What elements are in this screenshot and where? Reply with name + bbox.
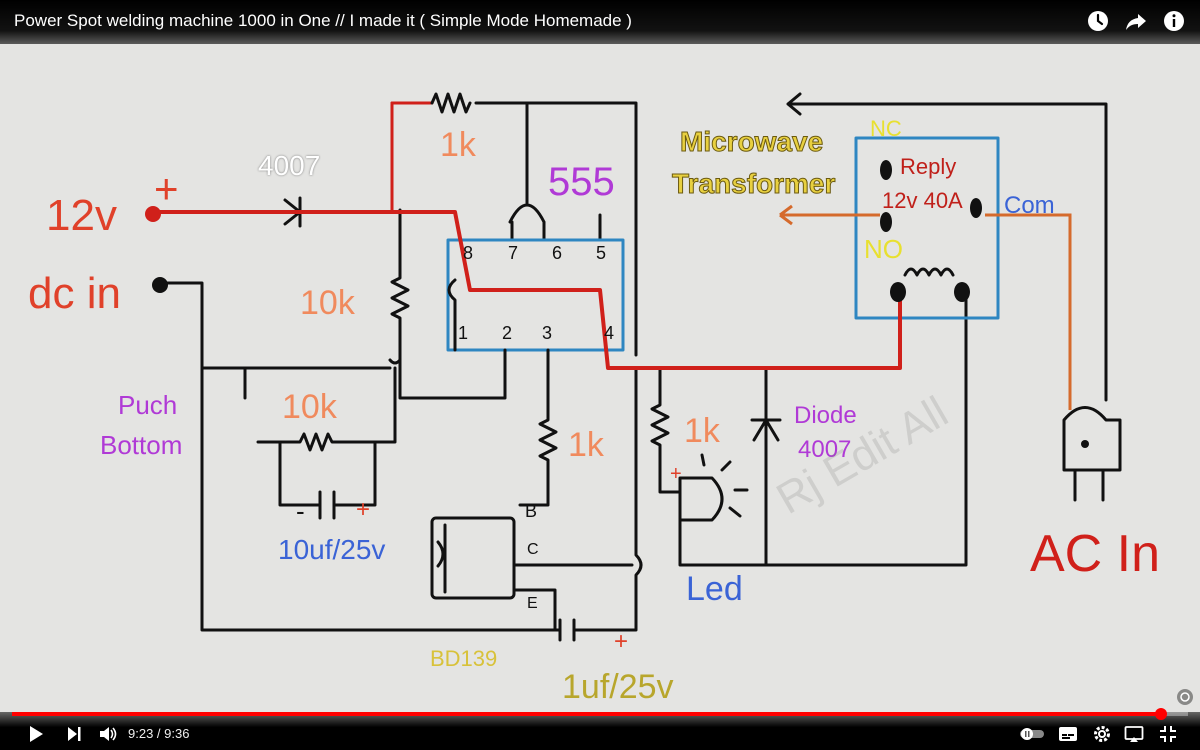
play-icon[interactable]: [26, 724, 46, 744]
pin-c-label: C: [527, 541, 539, 558]
resistor-mid-label: 10k: [282, 388, 337, 426]
cap-mid-label: 10uf/25v: [278, 534, 386, 565]
cap-bottom-plus: +: [614, 628, 629, 655]
transistor-label: BD139: [430, 646, 498, 671]
time-display: 9:23 / 9:36: [128, 726, 190, 741]
input-voltage-label: 12v: [46, 191, 117, 240]
diode-label-1: Diode: [794, 402, 857, 429]
subtitles-icon[interactable]: [1058, 724, 1078, 744]
input-diode-label: 4007: [258, 150, 321, 181]
current-time: 9:23: [128, 726, 154, 741]
push-button-label-2: Bottom: [100, 430, 183, 460]
diode-label-2: 4007: [798, 436, 852, 463]
transformer-label-1: Microwave: [679, 126, 824, 157]
video-title[interactable]: Power Spot welding machine 1000 in One /…: [14, 11, 632, 30]
video-ambient-icon[interactable]: [1176, 688, 1194, 706]
duration: 9:36: [164, 726, 190, 741]
share-icon[interactable]: [1124, 9, 1148, 33]
resistor-base-label: 1k: [568, 426, 604, 464]
pin-e-label: E: [527, 595, 538, 612]
pin8-label: 8: [463, 243, 474, 263]
miniplayer-icon[interactable]: [1124, 724, 1144, 744]
pin4-label: 4: [604, 323, 615, 343]
transformer-label-2: Transformer: [671, 168, 836, 199]
progress-bar[interactable]: [12, 708, 1188, 720]
settings-icon[interactable]: [1092, 724, 1112, 744]
circuit-wires: [145, 92, 1122, 642]
resistor-top-label: 1k: [440, 126, 476, 164]
progress-scrubber[interactable]: [1154, 708, 1167, 720]
pin1-label: 1: [458, 323, 469, 343]
player-controls: 9:23 / 9:36: [0, 708, 1200, 750]
ac-in-label: AC In: [1030, 525, 1161, 583]
chip-555-label: 555: [548, 160, 615, 204]
pin2-label: 2: [502, 323, 513, 343]
pin3-label: 3: [542, 323, 553, 343]
led-label: Led: [686, 570, 743, 608]
pin5-label: 5: [596, 243, 607, 263]
relay-name-label: Reply: [900, 154, 957, 179]
cap-mid-minus: -: [296, 496, 305, 526]
relay-com-label: Com: [1004, 192, 1055, 219]
relay-rating-label: 12v 40A: [882, 188, 963, 213]
push-button-label-1: Puch: [118, 390, 178, 420]
led-plus-label: +: [670, 463, 682, 485]
dc-in-label: dc in: [28, 269, 121, 318]
pin7-label: 7: [508, 243, 519, 263]
video-top-bar: Power Spot welding machine 1000 in One /…: [0, 0, 1200, 44]
circuit-diagram: 12v + dc in 4007 1k 555 8 7 6 5 1 2 3 4 …: [0, 44, 1200, 714]
pin6-label: 6: [552, 243, 563, 263]
relay-no-label: NO: [864, 234, 903, 264]
next-icon[interactable]: [64, 724, 84, 744]
volume-icon[interactable]: [98, 724, 118, 744]
resistor-left-label: 10k: [300, 284, 355, 322]
relay-nc-label: NC: [870, 116, 902, 141]
pin-b-label: B: [525, 501, 538, 521]
cap-bottom-label: 1uf/25v: [562, 668, 674, 706]
autoplay-toggle[interactable]: [1018, 724, 1046, 744]
watch-later-icon[interactable]: [1086, 9, 1110, 33]
resistor-led-label: 1k: [684, 412, 720, 450]
cap-mid-plus: +: [356, 496, 371, 523]
progress-fill: [12, 712, 1161, 716]
info-icon[interactable]: [1162, 9, 1186, 33]
exit-fullscreen-icon[interactable]: [1158, 724, 1178, 744]
input-plus-label: +: [154, 165, 179, 212]
